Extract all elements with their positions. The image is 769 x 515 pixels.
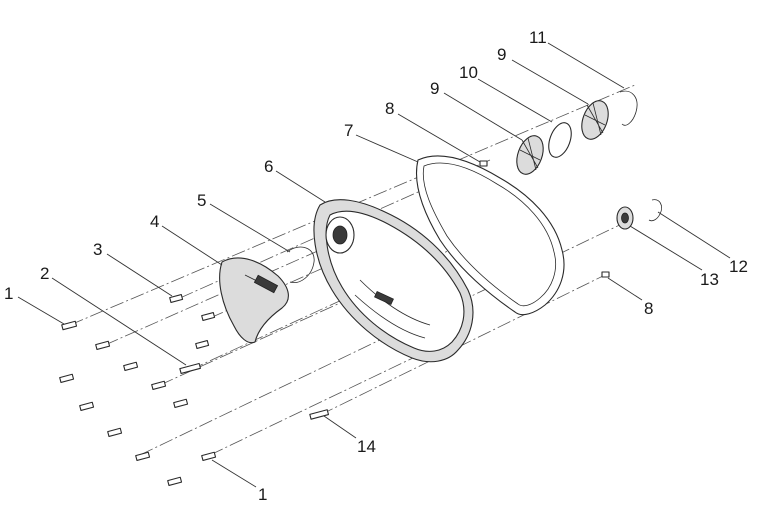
- callout-5: 5: [197, 191, 206, 210]
- callout-12: 12: [729, 257, 748, 276]
- callout-6: 6: [264, 157, 273, 176]
- air-shroud-part: [219, 257, 289, 344]
- callout-3: 3: [93, 240, 102, 259]
- callout-8: 8: [385, 99, 394, 118]
- bearing-part: [616, 199, 662, 230]
- callout-9-upper: 9: [497, 45, 506, 64]
- callout-4: 4: [150, 212, 159, 231]
- dowel-pin-part: [601, 271, 610, 278]
- dowel-pin-part: [479, 160, 488, 167]
- callout-7: 7: [344, 121, 353, 140]
- crankcase-cover-part: [313, 199, 474, 363]
- callout-1: 1: [4, 284, 13, 303]
- gasket-part: [415, 155, 565, 316]
- callout-13: 13: [700, 270, 719, 289]
- bolts-group: [59, 293, 330, 487]
- callout-14: 14: [357, 437, 376, 456]
- ring-clip-part: [286, 246, 315, 283]
- callout-11: 11: [529, 28, 547, 47]
- callout-8-lower: 8: [644, 299, 653, 318]
- filter-stack-part: [516, 90, 638, 175]
- callout-9: 9: [430, 79, 439, 98]
- callout-2: 2: [40, 264, 49, 283]
- callout-10: 10: [459, 63, 478, 82]
- leader-lines: [17, 42, 731, 488]
- callout-labels: 1 2 3 4 5 6 7 8 9 10 9 11 12 13 8 14 1: [4, 28, 748, 504]
- callout-1-lower: 1: [258, 485, 267, 504]
